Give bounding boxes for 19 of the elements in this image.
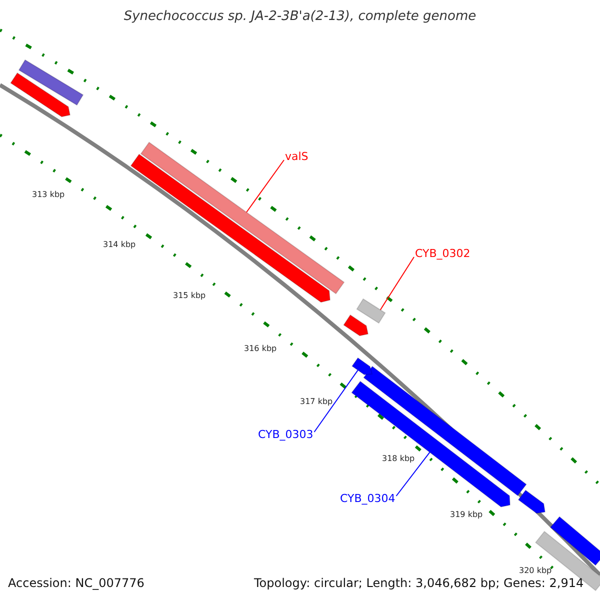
gene-label: valS	[285, 151, 308, 162]
gene-bar	[351, 357, 373, 376]
leader-line	[314, 370, 358, 432]
gene-label: CYB_0304	[340, 493, 396, 504]
tick-label: 318 kbp	[382, 455, 415, 463]
accession-text: Accession: NC_007776	[8, 577, 144, 589]
gene-label: CYB_0303	[258, 429, 314, 440]
genome-info-text: Topology: circular; Length: 3,046,682 bp; Genes: 2,914	[254, 577, 584, 589]
tick-label: 315 kbp	[173, 292, 206, 300]
leader-line	[246, 160, 284, 213]
tick-label: 317 kbp	[300, 398, 333, 406]
tick-label: 316 kbp	[244, 345, 277, 353]
leader-line	[380, 256, 414, 310]
leader-line	[396, 452, 430, 496]
tick-label: 313 kbp	[32, 191, 65, 199]
title: Synechococcus sp. JA-2-3B'a(2-13), complete genome	[122, 10, 478, 23]
tick-label: 320 kbp	[519, 567, 552, 575]
gene-bar	[356, 298, 386, 324]
gene-label: CYB_0302	[415, 248, 470, 259]
